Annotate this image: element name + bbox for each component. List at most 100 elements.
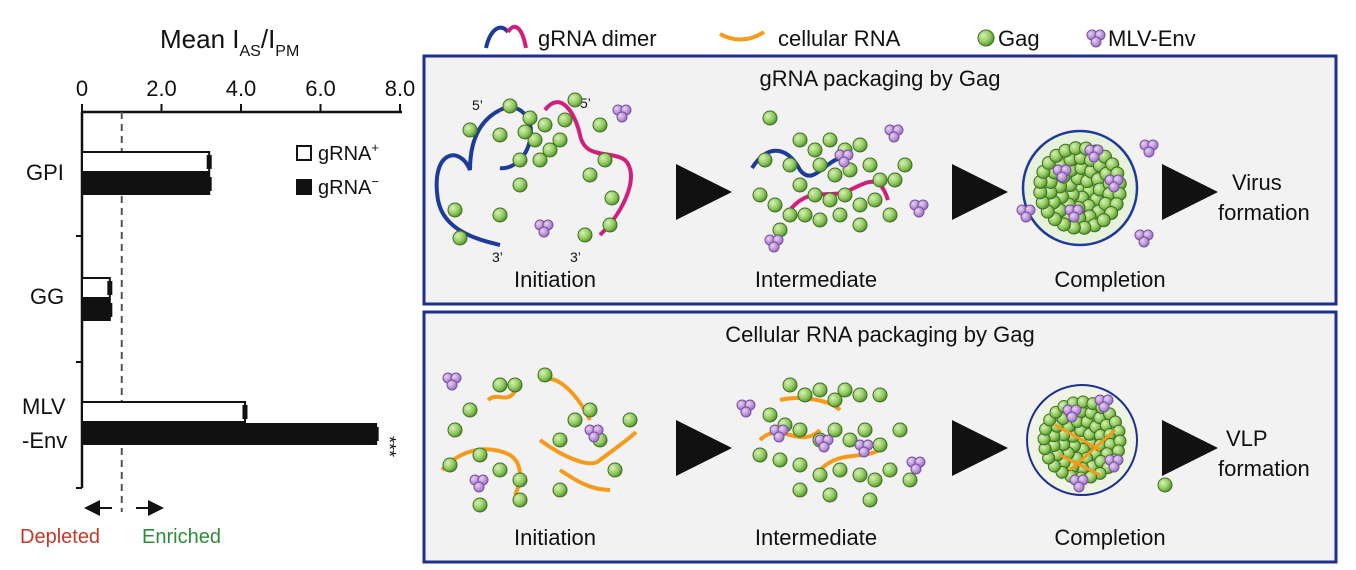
significance-mark: *** — [379, 436, 399, 457]
x-tick-label: 6.0 — [305, 76, 336, 101]
bar-grna-neg — [81, 173, 211, 195]
chart-title-main: Mean I — [160, 24, 240, 54]
stage-bottom-completion: Completion — [1054, 525, 1165, 550]
mlv-env-icon — [1084, 144, 1104, 163]
x-tick-label: 8.0 — [385, 76, 416, 101]
label-3prime-a: 3’ — [492, 249, 503, 265]
x-tick-label: 4.0 — [226, 76, 257, 101]
gag-icon — [462, 122, 478, 138]
gag-icon — [592, 117, 608, 133]
gag-icon — [832, 462, 848, 478]
cellular-rna-icon — [719, 30, 766, 42]
env-subunit — [838, 156, 850, 168]
gag-icon — [577, 227, 593, 243]
schematic-legend: gRNA dimer cellular RNA Gag MLV-Env — [484, 24, 1196, 51]
gag-icon — [1096, 213, 1111, 228]
gag-icon — [1157, 477, 1173, 493]
gag-icon — [792, 132, 808, 148]
panel-bottom-title: Cellular RNA packaging by Gag — [725, 322, 1034, 347]
gag-cluster-top-initiation — [447, 92, 632, 246]
mlv-env-icon — [834, 149, 854, 168]
mlv-env-icon — [1104, 454, 1124, 473]
gag-icon — [837, 187, 853, 203]
mlv-env-icon — [764, 234, 784, 253]
gag-icon — [897, 157, 913, 173]
mlv-env-icon — [584, 424, 604, 443]
gag-icon — [852, 217, 868, 233]
gag-icon — [752, 187, 768, 203]
mlv-env-icon — [1016, 204, 1036, 223]
env-subunit — [1138, 236, 1150, 248]
gag-icon — [447, 202, 463, 218]
gag-icon — [532, 152, 548, 168]
legend-label-grna-pos: gRNA+ — [318, 140, 379, 165]
gag-icon — [537, 367, 553, 383]
gag-icon — [792, 457, 808, 473]
gag-icon — [517, 124, 533, 140]
env-subunit — [1143, 146, 1155, 158]
legend-swatch-grna-neg — [296, 179, 312, 195]
mlv-env-icon — [909, 199, 929, 218]
env-subunit — [446, 379, 458, 391]
gag-icon — [827, 422, 843, 438]
gag-icon — [762, 407, 778, 423]
gag-icon — [832, 207, 848, 223]
env-subunit — [1073, 481, 1085, 493]
gag-icon — [797, 207, 813, 223]
gag-icon — [602, 217, 618, 233]
env-subunit — [1108, 181, 1120, 193]
cellular-rna-strand — [1059, 453, 1101, 477]
mlv-env-icon — [1062, 404, 1082, 423]
gag-icon — [767, 197, 783, 213]
env-subunit — [1108, 461, 1120, 473]
env-subunit — [538, 226, 550, 238]
gag-icon — [507, 377, 523, 393]
env-subunit — [588, 431, 600, 443]
env-subunit — [768, 241, 780, 253]
gag-icon — [822, 192, 838, 208]
x-tick-label: 2.0 — [146, 76, 177, 101]
gag-icon — [827, 392, 843, 408]
gag-icon — [604, 190, 620, 206]
chart-title-sub-as: AS — [240, 43, 261, 60]
category-label-gg: GG — [30, 284, 64, 309]
gag-icon — [792, 482, 808, 498]
gag-icon — [822, 487, 838, 503]
chart-title-mid: /I — [261, 24, 275, 54]
vlp-particle-bottom — [1026, 384, 1173, 496]
gag-icon — [892, 422, 908, 438]
gag-icon — [512, 177, 528, 193]
category-label-env: -Env — [22, 428, 67, 453]
mlv-env-icon — [469, 474, 489, 493]
virus-particle-top — [1016, 129, 1159, 248]
mlv-env-icon — [1052, 164, 1072, 183]
category-label-gpi: GPI — [26, 160, 64, 185]
gag-icon — [872, 387, 888, 403]
mlv-env-icon — [769, 424, 789, 443]
gag-icon — [837, 382, 853, 398]
gag-icon — [822, 132, 838, 148]
result-top-line2: formation — [1218, 200, 1310, 225]
result-top-line1: Virus — [1232, 170, 1282, 195]
gag-icon — [762, 110, 778, 126]
grna-dimer-icon — [484, 24, 528, 49]
panel-top-title: gRNA packaging by Gag — [760, 66, 1001, 91]
gag-icon — [607, 462, 623, 478]
gag-icon — [542, 142, 558, 158]
mlv-env-icon — [736, 399, 756, 418]
mlv-env-icon — [1086, 29, 1106, 48]
gag-icon — [512, 152, 528, 168]
gag-icon — [807, 142, 823, 158]
gag-icon — [552, 132, 568, 148]
gag-icon — [442, 457, 458, 473]
gag-icon — [567, 412, 583, 428]
bar-grna-neg — [81, 423, 378, 445]
gag-icon — [582, 167, 598, 183]
gag-icon — [557, 112, 573, 128]
gag-icon — [472, 447, 488, 463]
gag-icon — [552, 432, 568, 448]
gag-icon — [867, 192, 883, 208]
gag-icon — [812, 157, 828, 173]
gag-icon — [862, 492, 878, 508]
